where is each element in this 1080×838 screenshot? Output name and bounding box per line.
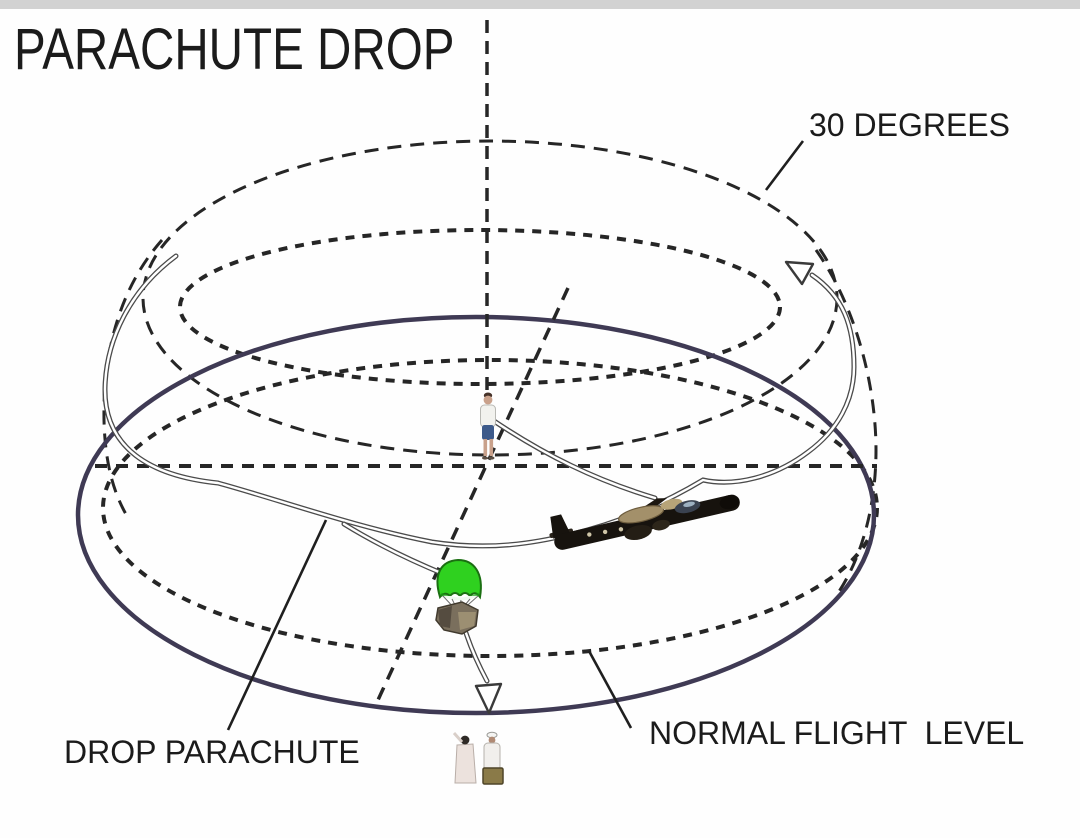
degrees-pointer-line — [764, 140, 805, 191]
parachute-illustration — [435, 558, 482, 635]
page-title: PARACHUTE DROP — [14, 17, 455, 82]
climb-arrowhead-icon — [784, 260, 815, 286]
upper-orbit-left-arc — [102, 239, 164, 517]
flight-level-pointer-line — [587, 650, 633, 729]
top-border — [0, 0, 1080, 9]
jumper-figure — [480, 392, 496, 460]
ground-crew-figures — [452, 731, 504, 785]
upper-orbit-right-arc — [814, 249, 878, 597]
inner-upper-orbit-ellipse — [178, 228, 782, 386]
degrees-label: 30 DEGREES — [809, 107, 1010, 143]
flight-level-ellipse — [75, 314, 877, 716]
diagonal-axis-line — [376, 287, 570, 701]
drop-parachute-label: DROP PARACHUTE — [64, 734, 360, 770]
inner-lower-orbit-ellipse — [101, 358, 879, 658]
normal-flight-level-label: NORMAL FLIGHT LEVEL — [649, 715, 1025, 751]
aircraft-illustration — [549, 494, 740, 550]
spiral-flight-path — [105, 256, 854, 575]
drop-pointer-line — [226, 519, 328, 731]
drop-arrowhead-icon — [474, 682, 503, 715]
supply-crate — [482, 767, 504, 785]
drop-arrow — [466, 633, 503, 715]
parachute-canopy — [436, 558, 482, 600]
